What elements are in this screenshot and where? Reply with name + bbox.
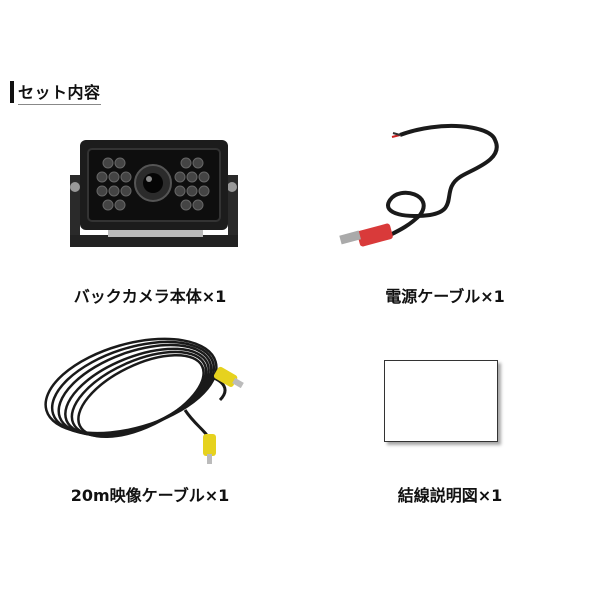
rear-camera-image (60, 135, 250, 255)
power-cable-image (320, 115, 520, 260)
caption-power-cable: 電源ケーブル×1 (385, 287, 505, 306)
wiring-diagram-image (384, 360, 500, 444)
video-cable-image (35, 330, 250, 465)
power-cable-icon (339, 124, 499, 247)
video-cable-icon (44, 337, 244, 464)
caption-rear-camera: バックカメラ本体×1 (73, 287, 227, 306)
rear-camera-icon (70, 140, 238, 247)
header-accent-bar (10, 81, 14, 103)
section-title: セット内容 (18, 79, 101, 105)
section-header: セット内容 (10, 79, 101, 105)
caption-wiring-diagram: 結線説明図×1 (397, 486, 503, 505)
caption-video-cable: 20m映像ケーブル×1 (70, 486, 230, 505)
wiring-diagram-sheet-icon (384, 360, 498, 442)
